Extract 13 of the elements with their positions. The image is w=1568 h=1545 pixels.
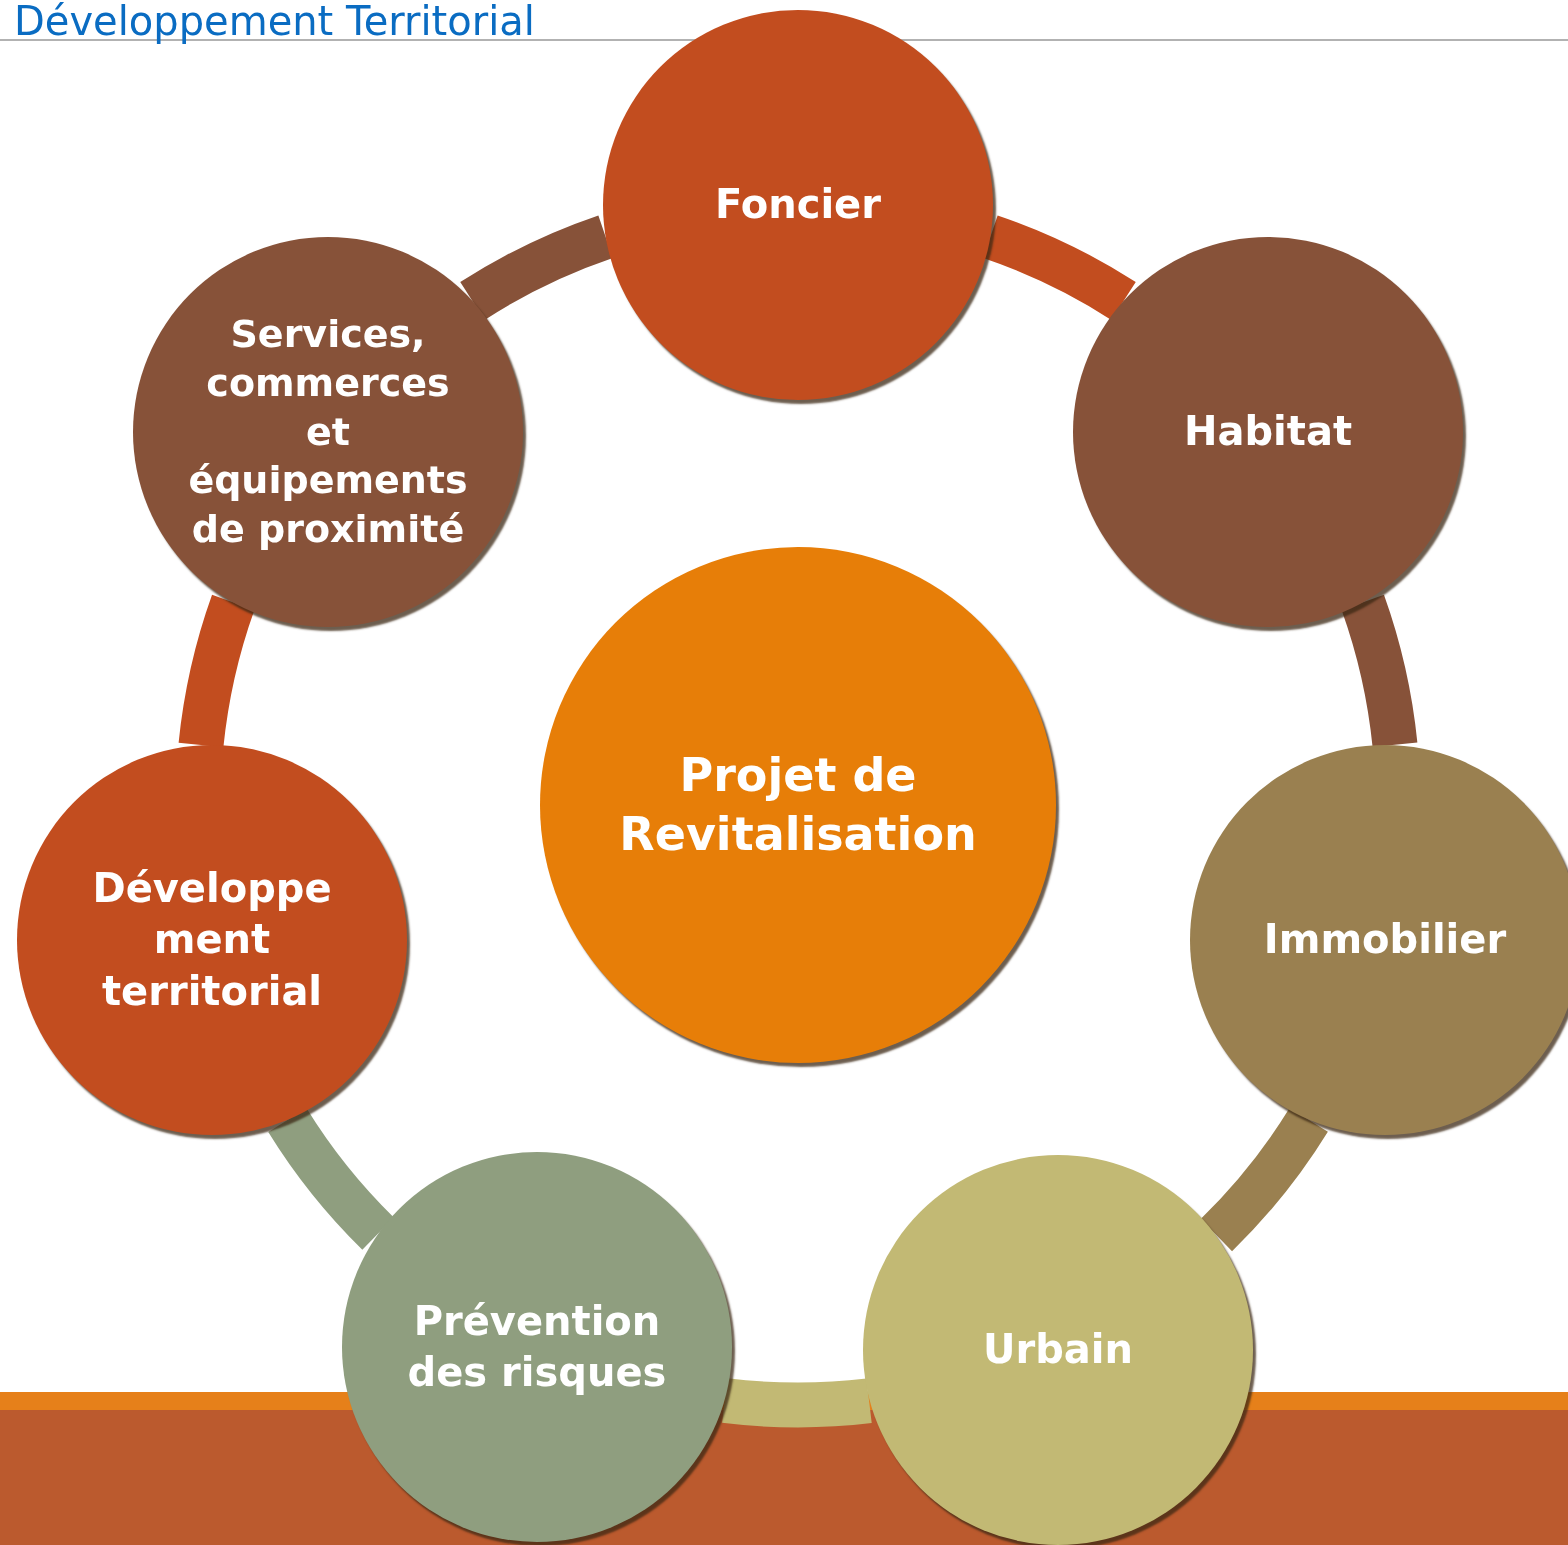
connector-arc	[178, 595, 255, 748]
node-label: Prévention des risques	[406, 1296, 668, 1397]
connector-arc	[1200, 1107, 1328, 1251]
node-label: Projet de Revitalisation	[618, 747, 978, 863]
node-label: Services, commerces et équipements de proximité	[187, 311, 469, 553]
node-label: Développement territorial	[91, 864, 333, 1016]
title: Développement Territorial	[14, 0, 535, 44]
connector-arc	[1341, 595, 1418, 748]
connector-arc	[722, 1378, 872, 1428]
node-label: Habitat	[1183, 407, 1352, 457]
node-label: Foncier	[715, 180, 881, 230]
node-label: Immobilier	[1263, 915, 1507, 965]
node-label: Urbain	[983, 1325, 1133, 1375]
